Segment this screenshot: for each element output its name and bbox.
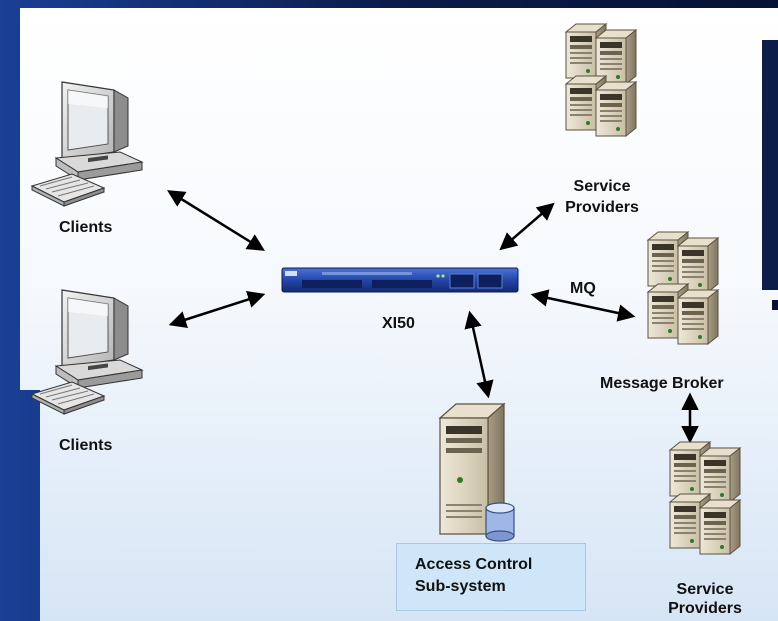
- service-providers-label-line2: Providers: [668, 600, 742, 617]
- arrow-xi50-message-broker: [530, 289, 636, 322]
- arrow-clients-bottom-xi50: [168, 290, 266, 329]
- arrow-xi50-access-control: [464, 310, 494, 399]
- server-tower-icon: [648, 232, 718, 344]
- server-tower-icon: [566, 24, 636, 136]
- arrow-xi50-service-providers-top: [499, 202, 555, 251]
- message-broker-label: Message Broker: [600, 375, 724, 392]
- xi50-label: XI50: [382, 315, 415, 332]
- mq-label: MQ: [570, 280, 596, 297]
- panel-edge-strip: [762, 40, 778, 290]
- diagram-panel: [20, 8, 778, 621]
- access-control-label-box: Access Control Sub-system: [396, 543, 586, 611]
- database-icon: [485, 502, 515, 542]
- arrow-clients-top-xi50: [167, 190, 265, 251]
- server-tower-icon: [438, 402, 506, 536]
- service-providers-label-line1: Service: [573, 178, 631, 195]
- access-control-label-line2: Sub-system: [415, 578, 506, 595]
- service-providers-label-line1: Service: [676, 581, 734, 598]
- access-control-label-line1: Access Control: [415, 556, 533, 573]
- clients-label: Clients: [59, 437, 113, 454]
- clients-label: Clients: [59, 219, 113, 236]
- rack-appliance-icon: [281, 267, 519, 293]
- service-providers-label: Service Providers: [547, 176, 657, 218]
- service-providers-label: Service Providers: [650, 580, 760, 618]
- service-providers-label-line2: Providers: [565, 199, 639, 216]
- server-tower-icon: [670, 442, 740, 554]
